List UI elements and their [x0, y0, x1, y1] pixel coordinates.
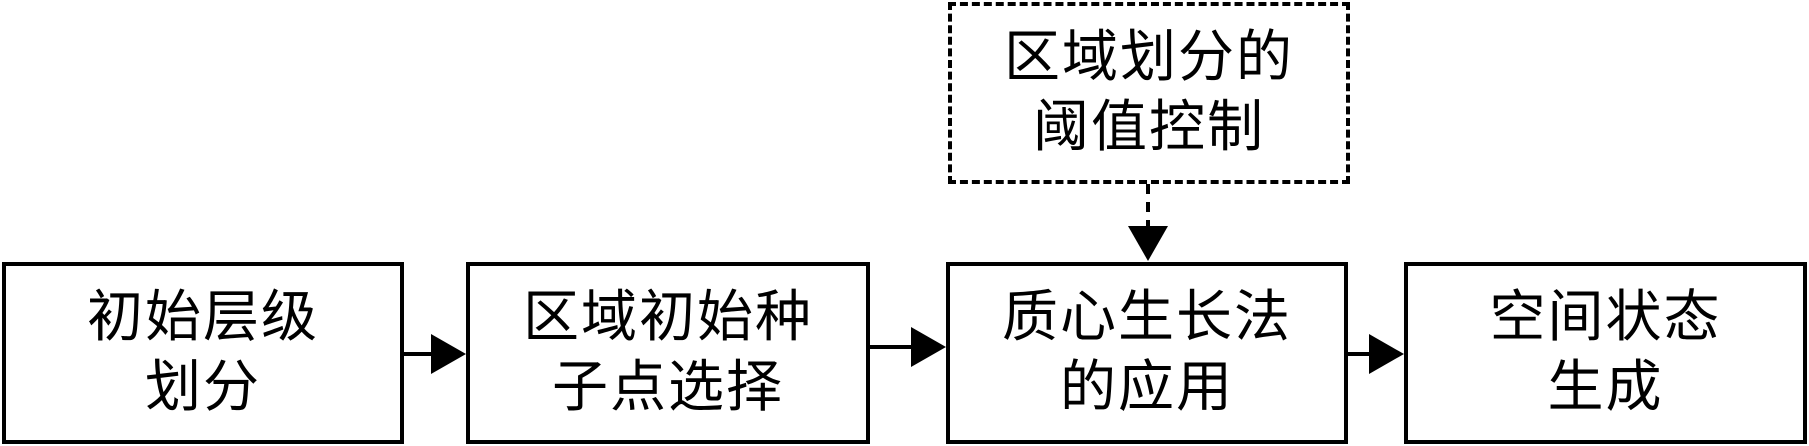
box-label-line: 划分 [145, 355, 261, 420]
box-initial-level-division: 初始层级 划分 [2, 262, 404, 444]
arrowhead-3 [1369, 334, 1404, 374]
box-label-line: 区域划分的 [1004, 25, 1294, 90]
box-label: 区域初始种 子点选择 [523, 283, 813, 423]
box-label-line: 的应用 [1060, 355, 1234, 420]
box-label-line: 生成 [1547, 355, 1664, 420]
box-threshold-control: 区域划分的 阈值控制 [948, 2, 1350, 184]
box-label-line: 质心生长法 [1002, 285, 1292, 350]
box-label-line: 阈值控制 [1033, 95, 1265, 160]
box-label-line: 子点选择 [552, 355, 784, 420]
box-label: 初始层级 划分 [87, 283, 319, 423]
box-label-line: 区域初始种 [523, 285, 813, 350]
box-label: 质心生长法 的应用 [1002, 283, 1292, 423]
box-label-line: 空间状态 [1489, 285, 1722, 350]
arrowhead-1 [431, 334, 466, 374]
box-label: 空间状态 生成 [1490, 283, 1722, 423]
box-label: 区域划分的 阈值控制 [1004, 23, 1294, 163]
box-seed-selection: 区域初始种 子点选择 [466, 262, 870, 444]
arrowhead-2 [911, 327, 946, 367]
dashed-arrowhead [1128, 226, 1168, 261]
box-spatial-state-generation: 空间状态 生成 [1404, 262, 1807, 444]
box-centroid-growth: 质心生长法 的应用 [946, 262, 1348, 444]
box-label-line: 初始层级 [87, 285, 319, 350]
